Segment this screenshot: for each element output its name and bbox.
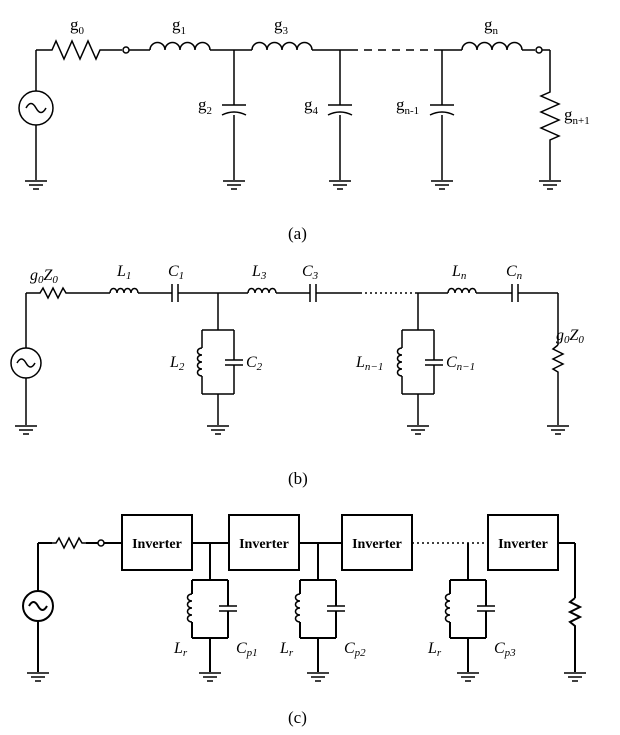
capacitor-Cp1 <box>218 605 238 612</box>
label-Cp2: Cp2 <box>344 640 366 659</box>
label-g0z0-left: g0Z0 <box>30 267 58 286</box>
inductor-Ln-1 <box>396 347 403 377</box>
capacitor-Cn <box>511 283 519 303</box>
port-node <box>535 46 543 54</box>
inductor-L1 <box>109 287 139 294</box>
resistor-source <box>51 537 87 549</box>
inverter-label-3: Inverter <box>352 537 402 552</box>
label-C3: C3 <box>302 263 319 282</box>
caption-b: (b) <box>288 469 308 488</box>
capacitor-Cn-1 <box>424 359 444 366</box>
ground-icon <box>546 425 570 435</box>
label-Cp3: Cp3 <box>494 640 516 659</box>
label-g2: g2 <box>198 95 212 117</box>
ground-icon <box>538 180 562 190</box>
resistor-load <box>567 597 583 672</box>
caption-a: (a) <box>288 224 307 243</box>
inverter-label-2: Inverter <box>239 537 289 552</box>
ground-icon <box>563 672 587 682</box>
port-node <box>97 539 105 547</box>
capacitor-Cp2 <box>326 605 346 612</box>
label-Ln-1: Ln−1 <box>355 354 383 373</box>
label-L2: L2 <box>169 354 185 373</box>
label-Cn: Cn <box>506 263 523 282</box>
label-g0z0-right: g0Z0 <box>556 327 584 346</box>
inductor-gn <box>461 41 523 51</box>
label-C1: C1 <box>168 263 184 282</box>
inductor-Lr-3 <box>444 593 451 623</box>
inverter-box-1 <box>121 514 193 571</box>
inductor-Lr-2 <box>294 593 301 623</box>
capacitor-C1 <box>171 283 179 303</box>
port-node <box>122 46 130 54</box>
circuit-b: g0Z0 L1 C1 L3 C3 Ln Cn L2 C2 Ln−1 Cn−1 g… <box>10 263 584 488</box>
label-L1: L1 <box>116 263 131 282</box>
resistor-load <box>551 344 565 425</box>
label-g1: g1 <box>172 15 186 37</box>
inverter-label-1: Inverter <box>132 537 182 552</box>
ground-icon <box>206 425 230 435</box>
ground-icon <box>456 672 480 682</box>
label-Lr-2: Lr <box>279 640 294 659</box>
inductor-L2 <box>196 347 203 377</box>
ac-source-icon <box>18 90 54 126</box>
ground-icon <box>24 180 48 190</box>
label-Ln: Ln <box>451 263 467 282</box>
inductor-g3 <box>251 41 313 51</box>
label-C2: C2 <box>246 354 263 373</box>
capacitor-g2 <box>221 104 247 116</box>
capacitor-gn-1 <box>429 104 455 116</box>
ground-icon <box>306 672 330 682</box>
label-Lr-3: Lr <box>427 640 442 659</box>
capacitor-C3 <box>309 283 317 303</box>
inductor-L3 <box>247 287 277 294</box>
label-g3: g3 <box>274 15 289 37</box>
ac-source-icon <box>22 590 54 622</box>
ac-source-icon <box>10 347 42 379</box>
inductor-Ln <box>447 287 477 294</box>
capacitor-C2 <box>224 359 244 366</box>
inductor-Lr-1 <box>186 593 193 623</box>
capacitor-Cp3 <box>476 605 496 612</box>
label-Lr-1: Lr <box>173 640 188 659</box>
ground-icon <box>430 180 454 190</box>
ground-icon <box>26 672 50 682</box>
label-g0: g0 <box>70 15 85 37</box>
inverter-box-4 <box>487 514 559 571</box>
ground-icon <box>222 180 246 190</box>
resistor-source <box>35 287 71 299</box>
caption-c: (c) <box>288 708 307 727</box>
circuit-c: Inverter Inverter Inverter Inverter <box>22 514 587 727</box>
inverter-box-3 <box>341 514 413 571</box>
ground-icon <box>198 672 222 682</box>
ground-icon <box>14 425 38 435</box>
resistor-gn1 <box>539 88 561 180</box>
label-L3: L3 <box>251 263 267 282</box>
inverter-label-4: Inverter <box>498 537 548 552</box>
capacitor-g4 <box>327 104 353 116</box>
label-gn1: gn+1 <box>564 105 590 127</box>
ground-icon <box>328 180 352 190</box>
label-gn-1: gn-1 <box>396 95 419 117</box>
label-Cn-1: Cn−1 <box>446 354 475 373</box>
ground-icon <box>406 425 430 435</box>
label-Cp1: Cp1 <box>236 640 258 659</box>
circuit-a: g0 g1 g3 g2 g4 gn-1 gn gn+1 (a) <box>18 15 590 243</box>
label-g4: g4 <box>304 95 319 117</box>
resistor-g0 <box>43 40 107 60</box>
inductor-g1 <box>149 41 211 51</box>
label-gn: gn <box>484 15 499 37</box>
